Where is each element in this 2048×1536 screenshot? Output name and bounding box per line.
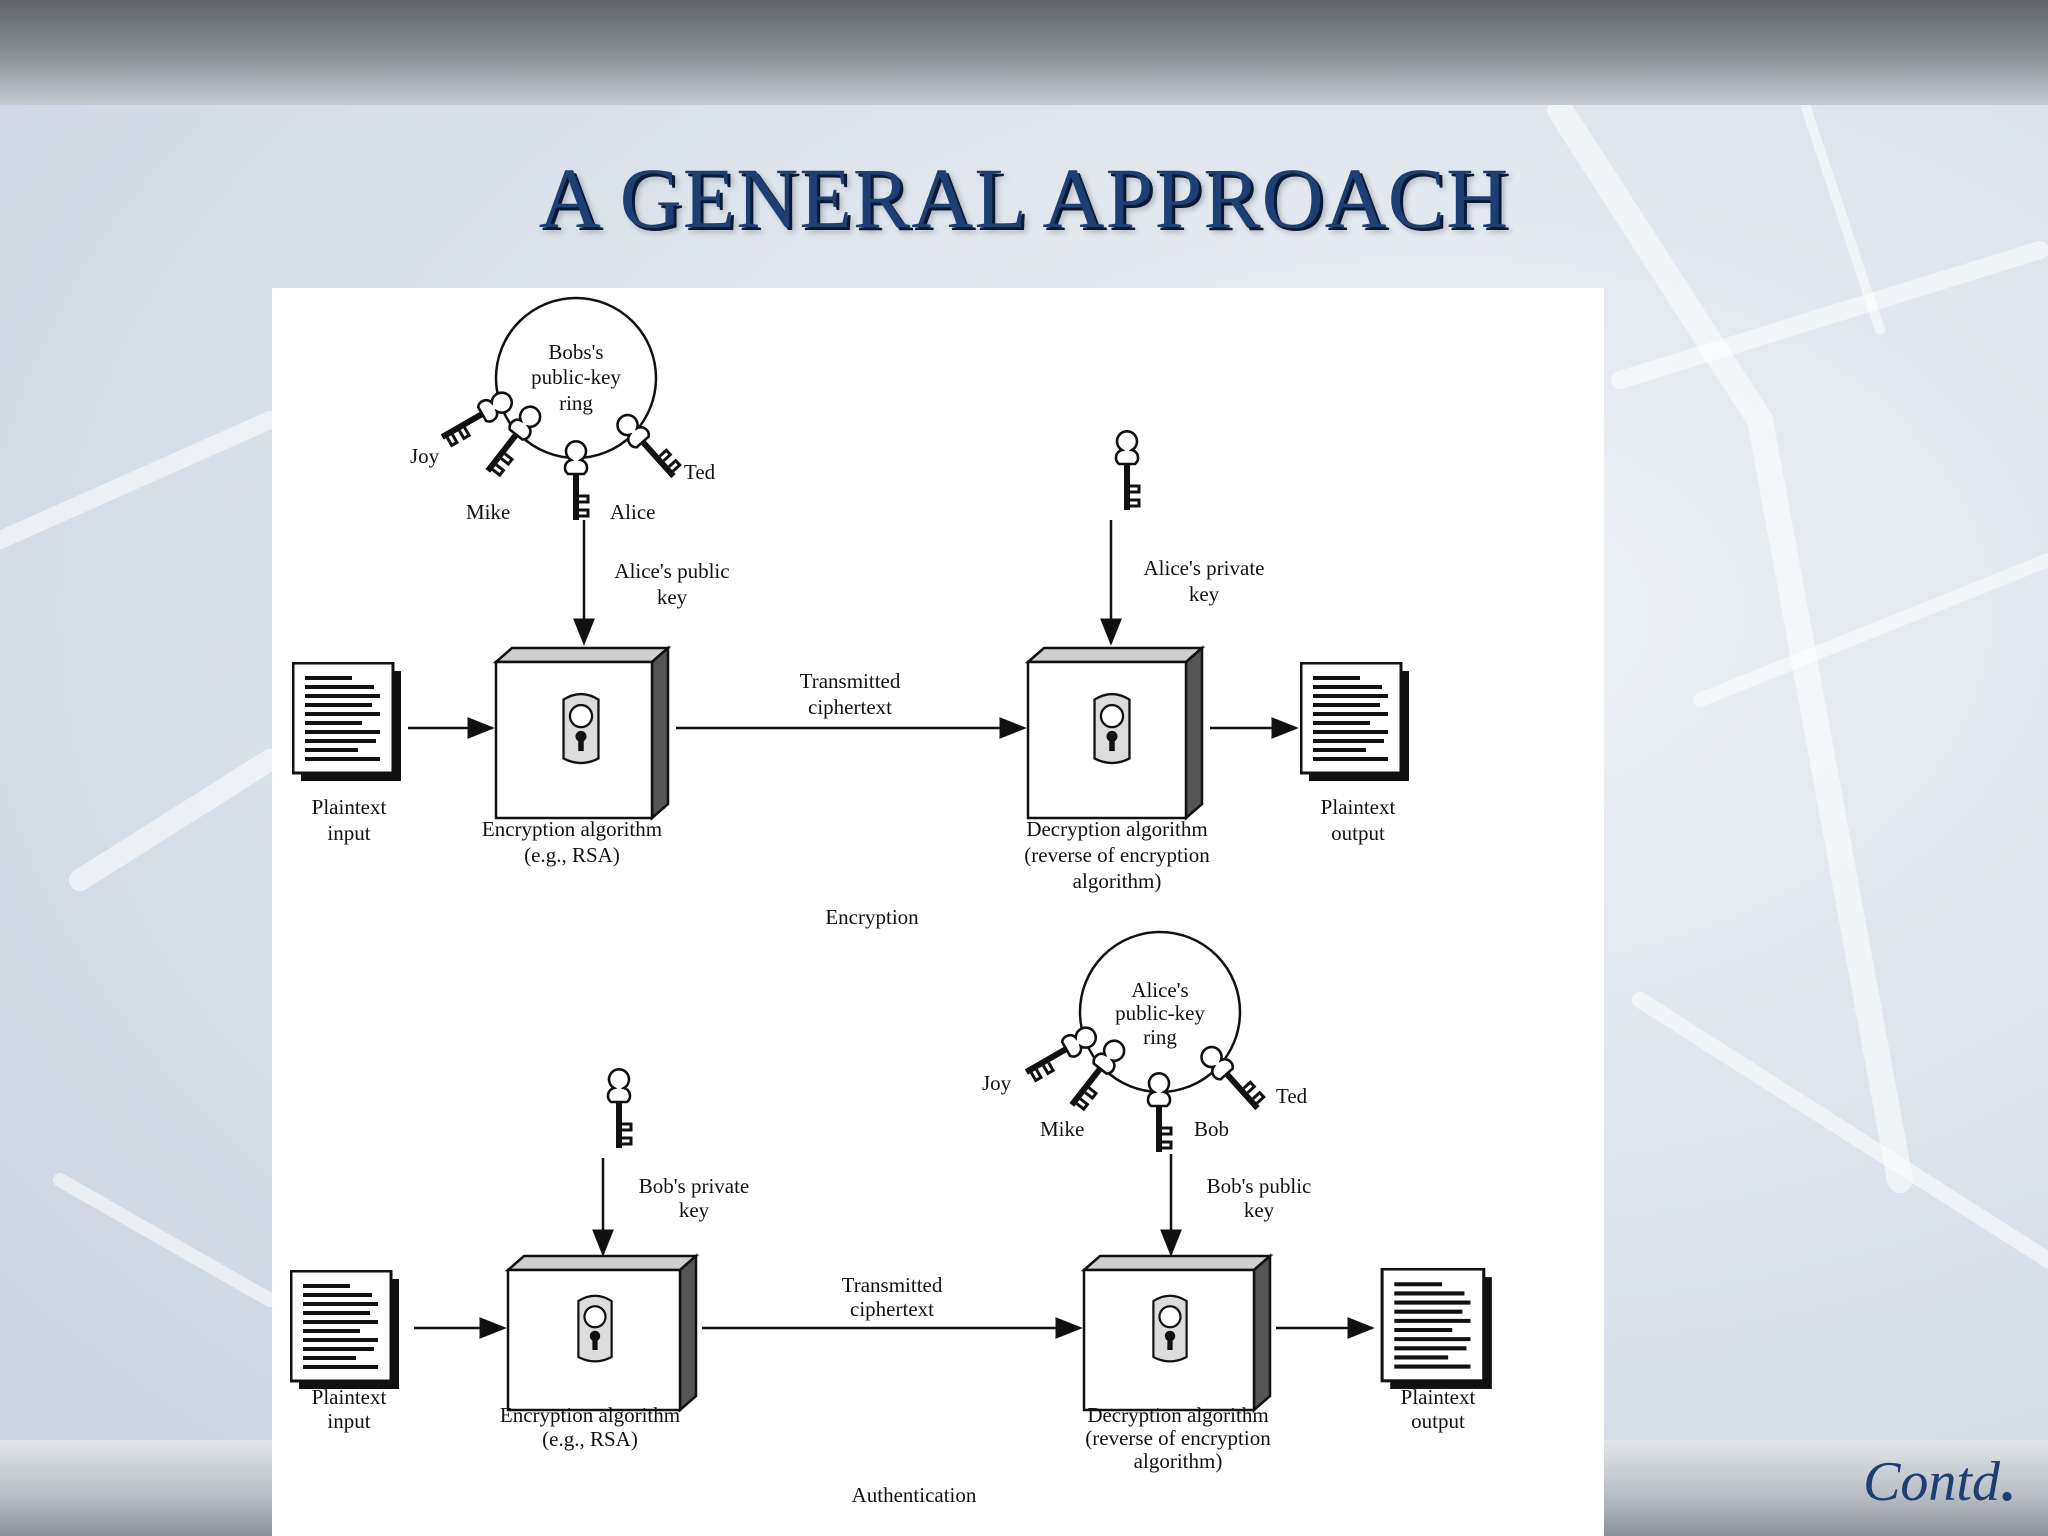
padlock-icon [1152, 1294, 1188, 1363]
decryption-algorithm-label-line3: algorithm) [1073, 869, 1162, 893]
plaintext-input-label-line2: input [327, 821, 370, 845]
transmitted-ciphertext-label-line2: ciphertext [850, 1297, 934, 1321]
decryption-algorithm-box [1024, 645, 1206, 821]
plaintext-input-document-icon [292, 662, 403, 783]
continued-label: Contd. [1863, 1450, 2014, 1514]
key-ring-label-line1: Bobs's [548, 340, 603, 364]
encryption-algorithm-label-line1: Encryption algorithm [482, 817, 662, 841]
joy-key-icon [435, 386, 518, 449]
plaintext-output-label-line1: Plaintext [1401, 1385, 1476, 1409]
plaintext-output-document-icon [1382, 1269, 1492, 1389]
alices-private-key-label-line1: Alice's private [1144, 556, 1265, 580]
alice-private-key-icon [1114, 430, 1141, 512]
key-label-alice: Alice [610, 500, 655, 524]
encryption-diagram: Bobs's public-key ring Joy Mike Alice Te… [292, 296, 1411, 929]
plaintext-output-label-line2: output [1411, 1409, 1465, 1433]
alice-key-icon [563, 440, 590, 522]
plaintext-output-label-line2: output [1331, 821, 1385, 845]
plaintext-input-document-icon [290, 1270, 401, 1391]
encryption-algorithm-box [504, 1253, 700, 1413]
authentication-diagram: Bob's private key Alice's public-key rin… [290, 930, 1492, 1507]
authentication-caption: Authentication [852, 1483, 977, 1507]
bobs-private-key-label-line2: key [679, 1198, 710, 1222]
key-label-joy: Joy [982, 1071, 1012, 1095]
plaintext-input-label-line1: Plaintext [312, 795, 387, 819]
top-banner [0, 0, 2048, 105]
ted-key-icon [1195, 1040, 1268, 1117]
alices-private-key-label-line2: key [1189, 582, 1220, 606]
key-label-ted: Ted [1276, 1084, 1308, 1108]
continued-dot: . [2000, 1451, 2014, 1513]
key-label-bob: Bob [1194, 1117, 1229, 1141]
decryption-algorithm-label-line1: Decryption algorithm [1087, 1403, 1268, 1427]
ted-key-icon [611, 408, 684, 485]
bobs-private-key-label-line1: Bob's private [639, 1174, 750, 1198]
transmitted-ciphertext-label-line2: ciphertext [808, 695, 892, 719]
bobs-public-key-label-line1: Bob's public [1207, 1174, 1312, 1198]
bob-key-icon [1146, 1072, 1173, 1154]
bobs-public-key-label-line2: key [1244, 1198, 1275, 1222]
plaintext-output-label-line1: Plaintext [1321, 795, 1396, 819]
slide-title: A GENERAL APPROACH [538, 150, 1510, 246]
key-ring-label-line3: ring [1143, 1025, 1177, 1049]
joy-key-icon [1019, 1021, 1102, 1084]
public-key-diagram: Bobs's public-key ring Joy Mike Alice Te… [290, 296, 1604, 1507]
continued-text: Contd [1863, 1451, 2000, 1513]
key-ring-label-line2: public-key [1115, 1001, 1205, 1025]
key-label-joy: Joy [410, 444, 440, 468]
key-ring-label-line1: Alice's [1131, 978, 1188, 1002]
decryption-algorithm-label-line3: algorithm) [1134, 1449, 1223, 1473]
transmitted-ciphertext-label-line1: Transmitted [800, 669, 901, 693]
encryption-algorithm-label-line2: (e.g., RSA) [542, 1427, 638, 1451]
padlock-icon [562, 692, 600, 765]
plaintext-output-document-icon [1300, 662, 1411, 783]
key-ring-label-line2: public-key [531, 365, 621, 389]
alices-public-key-label-line1: Alice's public [614, 559, 729, 583]
key-ring-label-line3: ring [559, 391, 593, 415]
padlock-icon [1093, 692, 1131, 765]
bob-private-key-icon [606, 1068, 633, 1150]
decryption-algorithm-label-line2: (reverse of encryption [1024, 843, 1210, 867]
decryption-algorithm-box [1080, 1253, 1274, 1413]
key-label-ted: Ted [684, 460, 716, 484]
decryption-algorithm-label-line2: (reverse of encryption [1085, 1426, 1271, 1450]
decryption-algorithm-label-line1: Decryption algorithm [1026, 817, 1207, 841]
encryption-algorithm-label-line1: Encryption algorithm [500, 1403, 680, 1427]
plaintext-input-label-line1: Plaintext [312, 1385, 387, 1409]
key-label-mike: Mike [1040, 1117, 1084, 1141]
alices-public-key-label-line2: key [657, 585, 688, 609]
encryption-caption: Encryption [825, 905, 919, 929]
diagram-panel: Bobs's public-key ring Joy Mike Alice Te… [272, 288, 1604, 1536]
key-label-mike: Mike [466, 500, 510, 524]
padlock-icon [577, 1294, 613, 1363]
transmitted-ciphertext-label-line1: Transmitted [842, 1273, 943, 1297]
encryption-algorithm-box [492, 645, 672, 821]
plaintext-input-label-line2: input [327, 1409, 370, 1433]
encryption-algorithm-label-line2: (e.g., RSA) [524, 843, 620, 867]
